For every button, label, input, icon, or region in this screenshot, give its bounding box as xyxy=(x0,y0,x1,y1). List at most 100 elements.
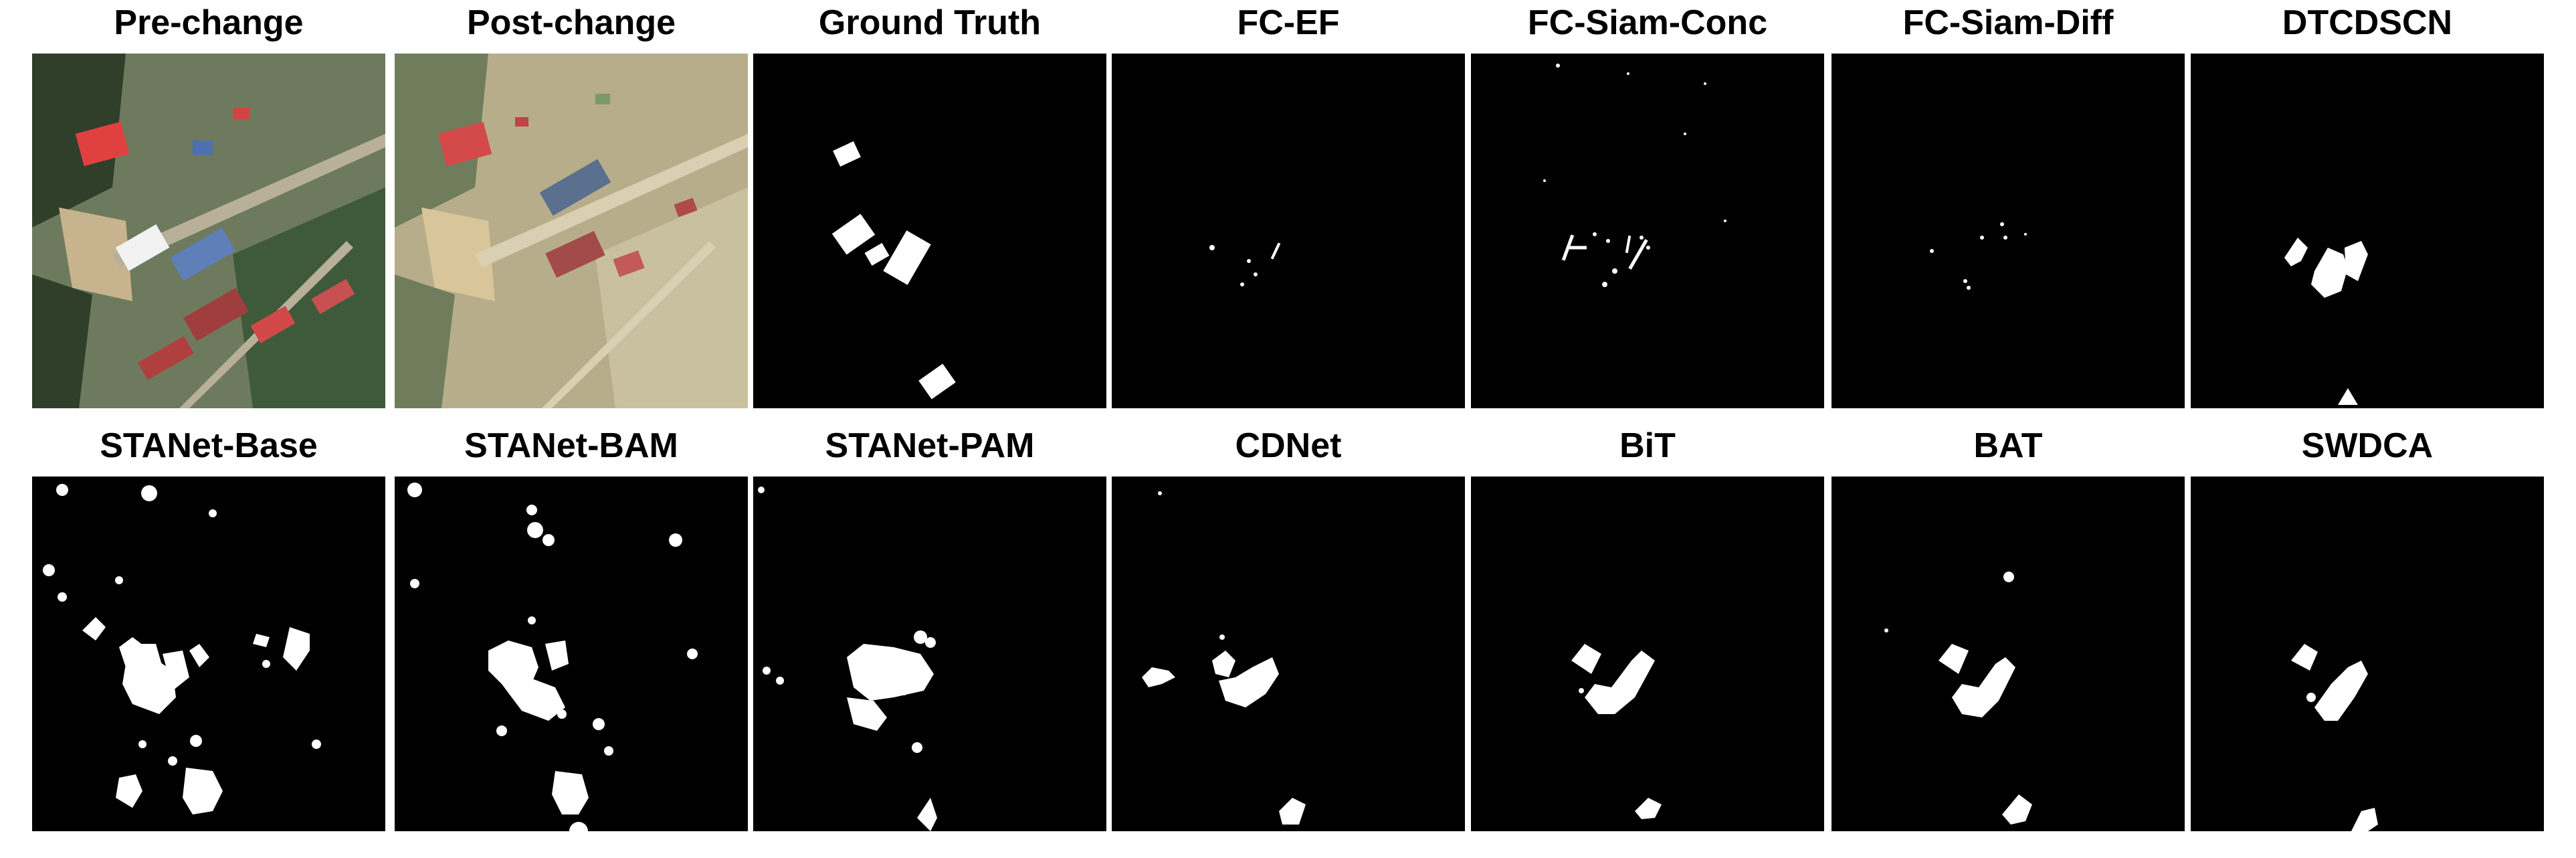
change-region xyxy=(1930,249,1934,253)
change-region xyxy=(1606,239,1610,243)
building-roof xyxy=(595,94,610,104)
change-region xyxy=(132,644,163,671)
change-region xyxy=(253,634,270,647)
change-region xyxy=(526,505,537,515)
figure-cell: STANet-BAM xyxy=(395,423,748,831)
panel-label: BiT xyxy=(1619,426,1676,465)
change-region xyxy=(82,617,106,640)
binary-change-map xyxy=(32,477,385,831)
building-roof xyxy=(233,107,250,119)
change-region xyxy=(1254,272,1258,276)
change-region xyxy=(1219,657,1279,707)
change-region xyxy=(496,725,507,736)
figure-cell: Post-change xyxy=(395,0,748,408)
panel-label: Post-change xyxy=(466,3,676,42)
change-region xyxy=(407,483,422,497)
change-region xyxy=(1602,282,1607,287)
change-region xyxy=(168,756,177,766)
change-region xyxy=(2284,238,2308,266)
aerial-photo xyxy=(395,54,748,408)
change-region xyxy=(687,649,698,659)
figure-cell: Ground Truth xyxy=(753,0,1106,408)
change-region xyxy=(2338,388,2358,405)
binary-change-map xyxy=(753,477,1106,831)
change-region xyxy=(1939,644,1969,674)
change-region xyxy=(1628,239,1648,270)
change-region xyxy=(115,576,123,584)
change-region xyxy=(1247,259,1251,263)
change-region xyxy=(833,141,861,167)
change-region xyxy=(2002,794,2032,825)
change-region xyxy=(883,230,931,285)
change-region xyxy=(542,534,555,546)
change-region xyxy=(528,616,536,624)
change-region xyxy=(2291,644,2318,671)
change-region xyxy=(593,718,605,730)
change-region xyxy=(163,651,189,691)
change-region xyxy=(312,740,321,749)
change-region xyxy=(1556,64,1560,68)
change-region xyxy=(925,637,936,648)
building-roof xyxy=(311,278,355,315)
binary-change-map xyxy=(1831,54,2185,408)
change-region xyxy=(2314,661,2368,721)
change-region xyxy=(1543,179,1546,182)
panel-label: STANet-Base xyxy=(100,426,318,465)
building-roof xyxy=(539,159,611,216)
change-region xyxy=(2003,236,2007,240)
building-roof xyxy=(183,288,249,341)
change-map-panel xyxy=(32,477,385,831)
change-region xyxy=(2306,693,2316,702)
building-roof xyxy=(545,230,605,278)
binary-change-map xyxy=(395,477,748,831)
figure-cell: STANet-PAM xyxy=(753,423,1106,831)
bare-ground xyxy=(421,207,495,301)
change-region xyxy=(1142,667,1175,687)
change-region xyxy=(1640,236,1644,240)
figure-cell: SWDCA xyxy=(2191,423,2544,831)
building-roof xyxy=(170,228,235,281)
building-roof xyxy=(115,224,170,271)
change-region xyxy=(1571,644,1601,674)
change-region xyxy=(545,640,569,671)
change-map-panel xyxy=(1831,477,2185,831)
change-region xyxy=(410,579,419,588)
change-region xyxy=(1724,220,1726,222)
change-region xyxy=(912,742,922,753)
binary-change-map xyxy=(1831,477,2185,831)
change-region xyxy=(58,592,67,602)
change-map-panel xyxy=(1831,54,2185,408)
change-region xyxy=(209,509,217,517)
change-region xyxy=(552,771,589,814)
change-map-panel xyxy=(1112,54,1465,408)
change-region xyxy=(1212,651,1235,677)
building-roof xyxy=(75,121,130,167)
change-region xyxy=(918,363,956,400)
change-region xyxy=(43,564,55,576)
change-region xyxy=(1704,82,1706,85)
change-region xyxy=(122,657,176,714)
change-region xyxy=(190,735,202,747)
change-region xyxy=(1952,657,2015,717)
figure-cell: STANet-Base xyxy=(32,423,385,831)
figure-cell: FC-Siam-Diff xyxy=(1831,0,2185,408)
change-region xyxy=(1635,798,1662,819)
aerial-photo xyxy=(32,54,385,408)
change-region xyxy=(2024,233,2027,236)
change-region xyxy=(847,644,934,701)
change-region xyxy=(189,644,209,667)
change-region xyxy=(183,768,223,814)
binary-change-map xyxy=(1112,477,1465,831)
figure-cell: Pre-change xyxy=(32,0,385,408)
change-region xyxy=(262,660,270,668)
building-roof xyxy=(613,250,645,277)
binary-change-map xyxy=(753,54,1106,408)
change-region xyxy=(1579,688,1584,693)
pre-change-image xyxy=(32,54,385,408)
change-region xyxy=(2311,248,2348,298)
change-region xyxy=(141,485,157,501)
figure-cell: BAT xyxy=(1831,423,2185,831)
change-region xyxy=(776,677,784,685)
post-change-image xyxy=(395,54,748,408)
